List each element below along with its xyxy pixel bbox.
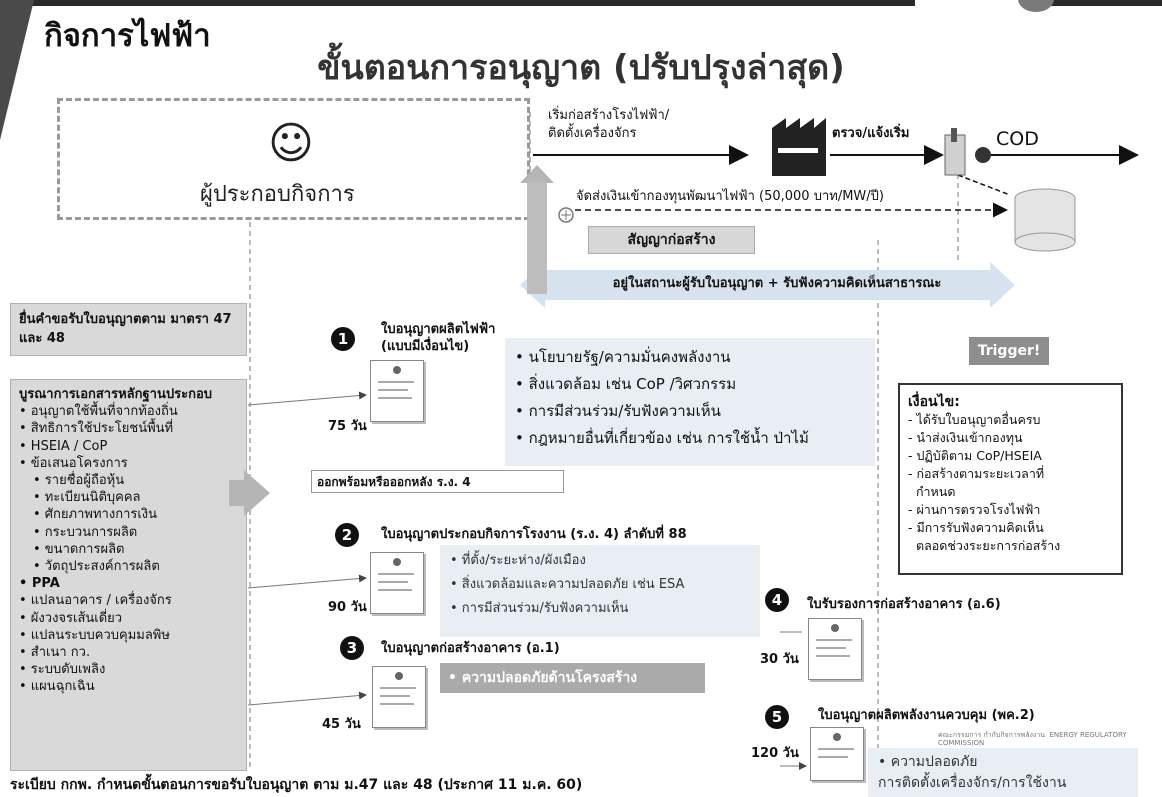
operator-box (57, 98, 530, 220)
operator-label: ผู้ประกอบกิจการ (200, 182, 355, 207)
docs-item: • HSEIA / CoP (19, 438, 108, 454)
step-5-badge: 5 (765, 705, 789, 729)
docs-item: • กระบวนการผลิต (33, 524, 138, 540)
docs-item: • ศักยภาพทางการเงิน (33, 507, 158, 523)
docs-item: • วัตถุประสงค์การผลิต (33, 559, 160, 575)
cod-label: COD (996, 128, 1039, 150)
connector-l3 (247, 691, 367, 706)
condition-item: - ก่อสร้างตามระยะเวลาที่ (908, 466, 1045, 481)
docs-item: • อนุญาตใช้พื้นที่จากท้องถิ่น (19, 404, 178, 420)
apply-box: ยื่นคำขอรับใบอนุญาตตาม มาตรา 47 และ 48 (10, 303, 247, 356)
docs-items: • อนุญาตใช้พื้นที่จากท้องถิ่น• สิทธิการใ… (19, 403, 238, 695)
document-icon (370, 552, 424, 614)
condition-item: - ผ่านการตรวจโรงไฟฟ้า (908, 502, 1041, 517)
document-icon (808, 618, 862, 680)
days-l5: 120 วัน (751, 746, 799, 761)
top-bar (0, 0, 1162, 6)
footer-note: ระเบียบ กกพ. กำหนดขั้นตอนการขอรับใบอนุญา… (10, 777, 583, 793)
docs-item: • สำเนา กว. (19, 645, 91, 661)
condition-item: ตลอดช่วงระยะการก่อสร้าง (908, 538, 1061, 553)
docs-item: • ผังวงจรเส้นเดี่ยว (19, 610, 123, 626)
license-2-bullets: • ที่ตั้ง/ระยะห่าง/ผังเมือง • สิ่งแวดล้อม… (450, 549, 750, 621)
criteria-item: • สิ่งแวดล้อม เช่น CoP /วิศวกรรม (515, 375, 737, 393)
start-label: เริ่มก่อสร้างโรงไฟฟ้า/ ติดตั้งเครื่องจัก… (548, 108, 670, 141)
license-3-title: ใบอนุญาตก่อสร้างอาคาร (อ.1) (381, 641, 560, 656)
docs-item: • รายชื่อผู้ถือหุ้น (33, 473, 125, 489)
license-2-title: ใบอนุญาตประกอบกิจการโรงงาน (ร.ง. 4) ลำดั… (381, 527, 687, 542)
criteria-item: • นโยบายรัฐ/ความมั่นคงพลังงาน (515, 348, 731, 366)
license-1-criteria: • นโยบายรัฐ/ความมั่นคงพลังงาน • สิ่งแวดล้… (505, 338, 875, 466)
docs-item: • ระบบดับเพลิง (19, 662, 106, 678)
condition-item: กำหนด (908, 484, 956, 499)
docs-item: • แผนฉุกเฉิน (19, 679, 95, 695)
criteria-item: • กฎหมายอื่นที่เกี่ยวข้อง เช่น การใช้น้ำ… (515, 429, 809, 447)
license-5-criteria: • ความปลอดภัย การติดตั้งเครื่องจักร/การใ… (868, 748, 1138, 797)
smiley-icon: ☺ (268, 118, 314, 169)
step-1-badge: 1 (331, 327, 355, 351)
power-plant-icon (944, 128, 991, 176)
days-l4: 30 วัน (760, 652, 799, 667)
category-title: กิจการไฟฟ้า (44, 18, 211, 54)
condition-item: - ปฏิบัติตาม CoP/HSEIA (908, 448, 1042, 463)
docs-item: • แปลนอาคาร / เครื่องจักร (19, 593, 172, 609)
docs-item: • PPA (19, 576, 60, 592)
fat-arrow-shaft (229, 480, 245, 506)
docs-box: บูรณาการเอกสารหลักฐานประกอบ • อนุญาตใช้พ… (10, 379, 247, 771)
structural-safety-box: • ความปลอดภัยด้านโครงสร้าง (440, 663, 705, 693)
erc-logo-text: คณะกรรมการ กำกับกิจการพลังงาน ENERGY REG… (938, 731, 1127, 747)
docs-item: • แปลนระบบควบคุมมลพิษ (19, 627, 170, 643)
license-1-bullets: • นโยบายรัฐ/ความมั่นคงพลังงาน • สิ่งแวดล้… (515, 344, 865, 452)
inspect-label: ตรวจ/แจ้งเริ่ม (832, 126, 910, 141)
license-5-title: ใบอนุญาตผลิตพลังงานควบคุม (พค.2) (818, 708, 1035, 723)
criteria-item: • การมีส่วนร่วม/รับฟังความเห็น (450, 601, 629, 616)
fund-label: จัดส่งเงินเข้ากองทุนพัฒนาไฟฟ้า (50,000 บ… (576, 189, 884, 204)
factory-icon (772, 118, 826, 176)
criteria-item: • การมีส่วนร่วม/รับฟังความเห็น (515, 402, 721, 420)
criteria-item: • ที่ตั้ง/ระยะห่าง/ผังเมือง (450, 553, 586, 568)
contract-box: สัญญาก่อสร้าง (588, 226, 755, 254)
step-3-badge: 3 (340, 636, 364, 660)
docs-title: บูรณาการเอกสารหลักฐานประกอบ (19, 387, 213, 402)
document-icon (370, 360, 424, 422)
condition-item: - ได้รับใบอนุญาตอื่นครบ (908, 412, 1041, 427)
up-arrow-shaft (527, 182, 547, 294)
conditions-box: เงื่อนไข: - ได้รับใบอนุญาตอื่นครบ - นำส่ง… (898, 383, 1123, 575)
docs-item: • สิทธิการใช้ประโยชน์พื้นที่ (19, 421, 174, 437)
connector-l2 (247, 574, 367, 589)
status-label: อยู่ในสถานะผู้รับใบอนุญาต + รับฟังความคิ… (612, 276, 942, 291)
criteria-item: • สิ่งแวดล้อมและความปลอดภัย เช่น ESA (450, 577, 685, 592)
step-4-badge: 4 (765, 588, 789, 612)
page-title: ขั้นตอนการอนุญาต (ปรับปรุงล่าสุด) (317, 48, 845, 88)
days-l3: 45 วัน (322, 717, 361, 732)
license-1-title: ใบอนุญาตผลิตไฟฟ้า (แบบมีเงื่อนไข) (381, 322, 496, 354)
conditions-list: - ได้รับใบอนุญาตอื่นครบ - นำส่งเงินเข้ากอ… (908, 411, 1113, 555)
top-bar-gap (915, 0, 1035, 6)
trigger-badge: Trigger! (969, 337, 1049, 365)
condition-item: - นำส่งเงินเข้ากองทุน (908, 430, 1023, 445)
days-l2: 90 วัน (328, 600, 367, 615)
logo-mark (1018, 0, 1054, 12)
condition-item: - มีการรับฟังความคิดเห็น (908, 520, 1044, 535)
days-l1: 75 วัน (328, 419, 367, 434)
license-2-criteria: • ที่ตั้ง/ระยะห่าง/ผังเมือง • สิ่งแวดล้อม… (440, 545, 760, 637)
step-2-badge: 2 (335, 523, 359, 547)
up-arrow-head (520, 165, 554, 183)
fat-arrow-head (244, 470, 270, 516)
status-double-arrow (520, 262, 1015, 308)
license-4-title: ใบรับรองการก่อสร้างอาคาร (อ.6) (807, 597, 1001, 612)
document-icon (372, 666, 426, 728)
left-wedge-decoration (0, 0, 34, 140)
docs-item: • ทะเบียนนิติบุคคล (33, 490, 141, 506)
document-icon (810, 727, 864, 781)
connector-l1 (247, 391, 367, 406)
docs-item: • ข้อเสนอโครงการ (19, 455, 128, 471)
docs-item: • ขนาดการผลิต (33, 541, 125, 557)
conditions-title: เงื่อนไข: (908, 394, 960, 410)
issue-timing-box: ออกพร้อมหรือออกหลัง ร.ง. 4 (311, 470, 564, 493)
fund-link (957, 174, 1011, 196)
